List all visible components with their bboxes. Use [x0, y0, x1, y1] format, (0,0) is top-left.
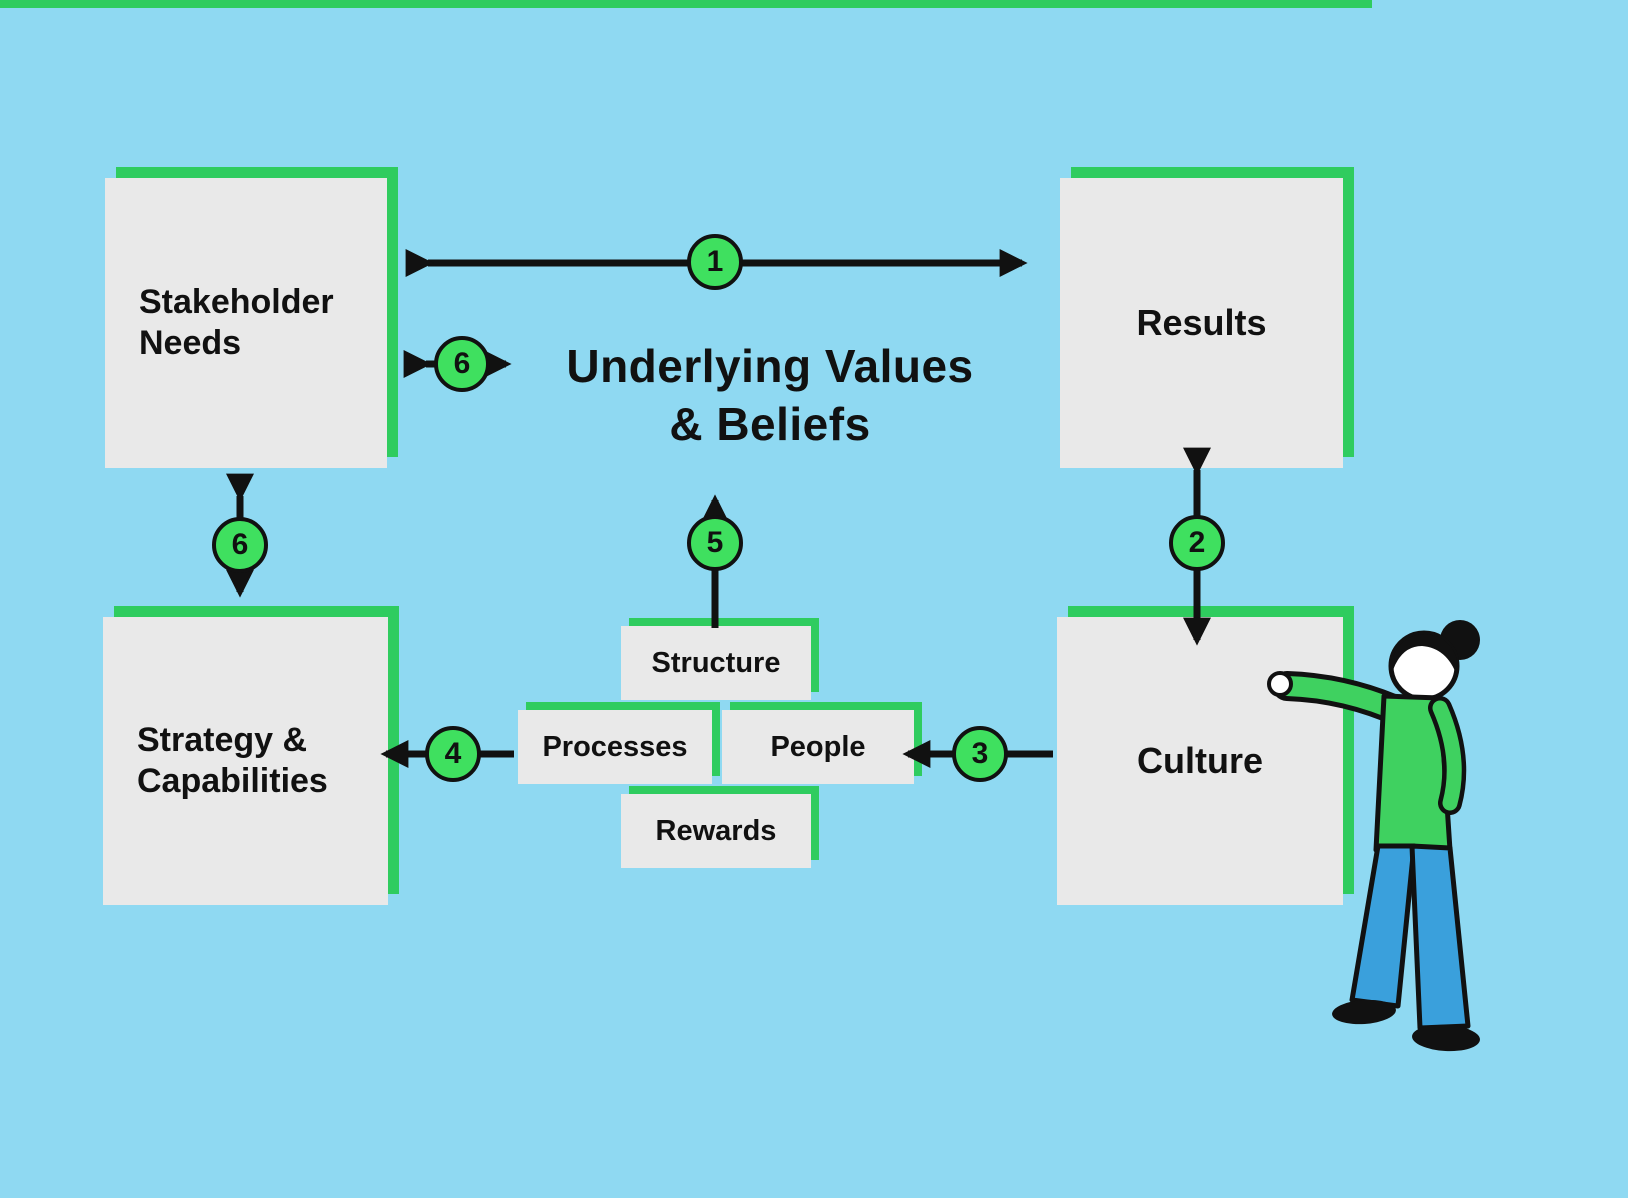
box-processes: Processes: [518, 710, 712, 784]
badge-3-label: 3: [971, 737, 989, 770]
badge-2: 2: [1169, 515, 1225, 571]
box-structure-label: Structure: [651, 646, 781, 679]
badge-1-label: 1: [706, 245, 724, 278]
badge-6-vertical: 6: [212, 517, 268, 573]
box-strategy-capabilities: Strategy & Capabilities: [103, 617, 388, 905]
badge-5-label: 5: [706, 526, 724, 559]
badge-6-horizontal: 6: [434, 336, 490, 392]
box-people-label: People: [770, 730, 866, 763]
badge-3: 3: [952, 726, 1008, 782]
box-culture-label: Culture: [1137, 740, 1263, 782]
badge-2-label: 2: [1188, 526, 1206, 559]
badge-5: 5: [687, 515, 743, 571]
box-results-label: Results: [1136, 302, 1267, 344]
box-results: Results: [1060, 178, 1343, 468]
center-title: Underlying Values & Beliefs: [566, 340, 974, 450]
box-stakeholder-needs: Stakeholder Needs: [105, 178, 387, 468]
badge-1: 1: [687, 234, 743, 290]
box-structure: Structure: [621, 626, 811, 700]
box-rewards-label: Rewards: [655, 814, 777, 847]
box-culture: Culture: [1057, 617, 1343, 905]
box-stakeholder-needs-label: Stakeholder Needs: [139, 283, 334, 362]
box-people: People: [722, 710, 914, 784]
badge-6b-label: 6: [231, 528, 249, 561]
box-processes-label: Processes: [542, 730, 688, 763]
badge-6a-label: 6: [453, 347, 471, 380]
box-rewards: Rewards: [621, 794, 811, 868]
badge-4: 4: [425, 726, 481, 782]
badge-4-label: 4: [444, 737, 462, 770]
top-green-strip: [0, 0, 1372, 8]
box-strategy-capabilities-label: Strategy & Capabilities: [137, 721, 328, 800]
person-illustration-icon: [1267, 620, 1480, 1052]
